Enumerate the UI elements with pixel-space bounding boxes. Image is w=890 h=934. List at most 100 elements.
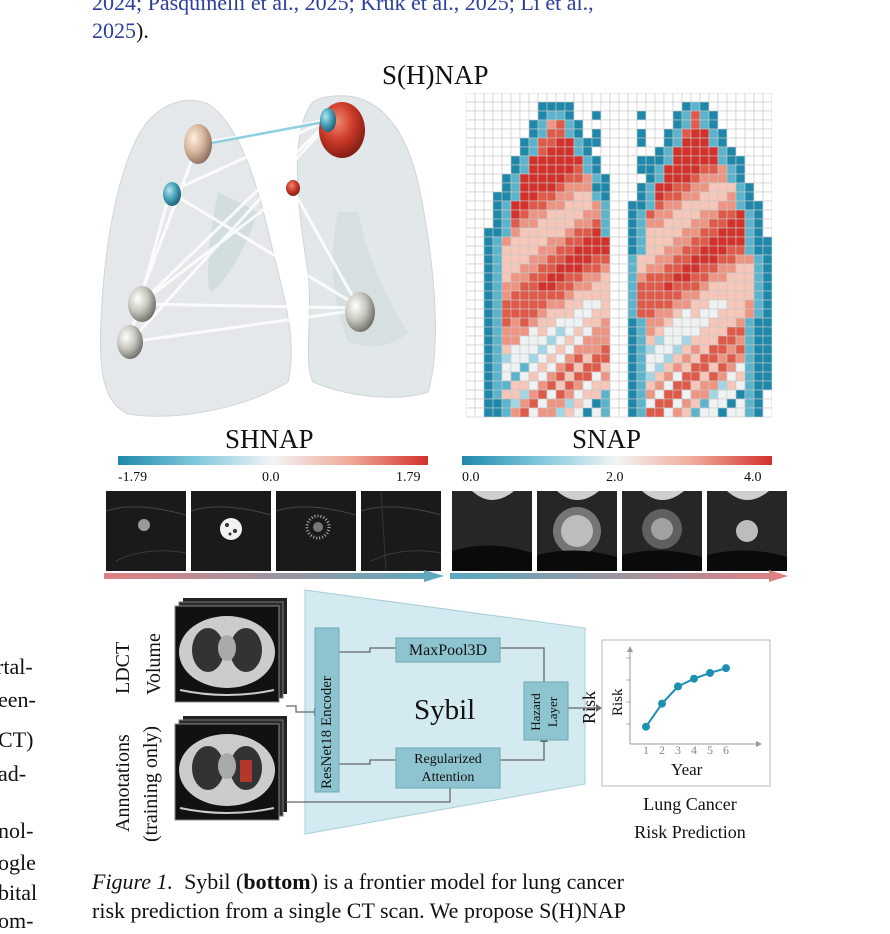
heatmap-cell [591,209,602,220]
heatmap-cell [510,110,521,121]
heatmap-cell [636,290,647,301]
heatmap-cell [717,380,728,391]
heatmap-cell [735,218,746,229]
heatmap-cell [708,380,719,391]
heatmap-cell [519,209,530,220]
heatmap-cell [726,191,737,202]
heatmap-cell [726,335,737,346]
heatmap-cell [546,236,557,247]
heatmap-cell [564,155,575,166]
attention-label: Regularized Attention [414,752,482,785]
heatmap-cell [717,317,728,328]
heatmap-cell [717,272,728,283]
citation-year[interactable]: 2025 [92,18,136,43]
heatmap-cell [501,371,512,382]
heatmap-cell [573,200,584,211]
heatmap-cell [735,254,746,265]
heatmap-cell [564,209,575,220]
heatmap-cell [466,218,476,229]
heatmap-cell [492,128,503,139]
snap-colorbar [462,456,772,465]
heatmap-cell [609,290,620,301]
citation-line-1[interactable]: 2024; Pasquinelli et al., 2025; Kruk et … [92,0,594,15]
heatmap-cell [510,272,521,283]
heatmap-cell [627,389,638,400]
heatmap-cell [645,272,656,283]
heatmap-cell [672,254,683,265]
heatmap-cell [654,317,665,328]
heatmap-cell [627,308,638,319]
heatmap-cell [492,290,503,301]
heatmap-cell [501,272,512,283]
heatmap-cell [681,326,692,337]
heatmap-cell [726,101,737,112]
heatmap-cell [510,173,521,184]
heatmap-cell [663,389,674,400]
heatmap-cell [681,110,692,121]
heatmap-cell [654,371,665,382]
heatmap-cell [762,263,772,274]
heatmap-cell [753,335,764,346]
heatmap-cell [483,119,494,130]
heatmap-cell [726,398,737,409]
heatmap-cell [708,227,719,238]
heatmap-cell [717,308,728,319]
heatmap-cell [618,227,629,238]
heatmap-cell [510,344,521,355]
heatmap-cell [466,272,476,283]
heatmap-cell [564,344,575,355]
heatmap-cell [699,164,710,175]
heatmap-cell [519,218,530,229]
heatmap-cell [627,299,638,310]
heatmap-cell [510,407,521,418]
heatmap-cell [528,155,539,166]
heatmap-cell [762,155,772,166]
heatmap-cell [591,218,602,229]
heatmap-cell [555,407,566,418]
heatmap-cell [483,335,494,346]
heatmap-cell [582,164,593,175]
heatmap-cell [537,119,548,130]
heatmap-cell [717,200,728,211]
heatmap-cell [609,101,620,112]
heatmap-cell [717,362,728,373]
heatmap-cell [483,308,494,319]
heatmap-cell [591,254,602,265]
heatmap-cell [609,407,620,418]
heatmap-cell [753,362,764,373]
heatmap-cell [618,245,629,256]
heatmap-cell [537,173,548,184]
heatmap-cell [555,200,566,211]
heatmap-cell [528,263,539,274]
heatmap-cell [582,317,593,328]
heatmap-cell [735,227,746,238]
heatmap-cell [555,254,566,265]
heatmap-cell [474,308,485,319]
heatmap-cell [519,128,530,139]
heatmap-cell [600,137,611,148]
heatmap-cell [744,254,755,265]
heatmap-cell [753,317,764,328]
heatmap-cell [735,389,746,400]
heatmap-cell [708,128,719,139]
heatmap-cell [690,272,701,283]
heatmap-cell [573,407,584,418]
heatmap-cell [672,101,683,112]
heatmap-cell [591,173,602,184]
heatmap-cell [762,146,772,157]
heatmap-cell [726,218,737,229]
heatmap-cell [645,407,656,418]
heatmap-cell [546,290,557,301]
heatmap-cell [546,182,557,193]
heatmap-cell [519,389,530,400]
heatmap-cell [555,110,566,121]
heatmap-cell [690,371,701,382]
heatmap-cell [699,317,710,328]
heatmap-cell [618,137,629,148]
heatmap-cell [708,290,719,301]
heatmap-cell [474,209,485,220]
heatmap-cell [492,371,503,382]
heatmap-cell [483,290,494,301]
heatmap-cell [573,93,584,103]
heatmap-cell [519,182,530,193]
